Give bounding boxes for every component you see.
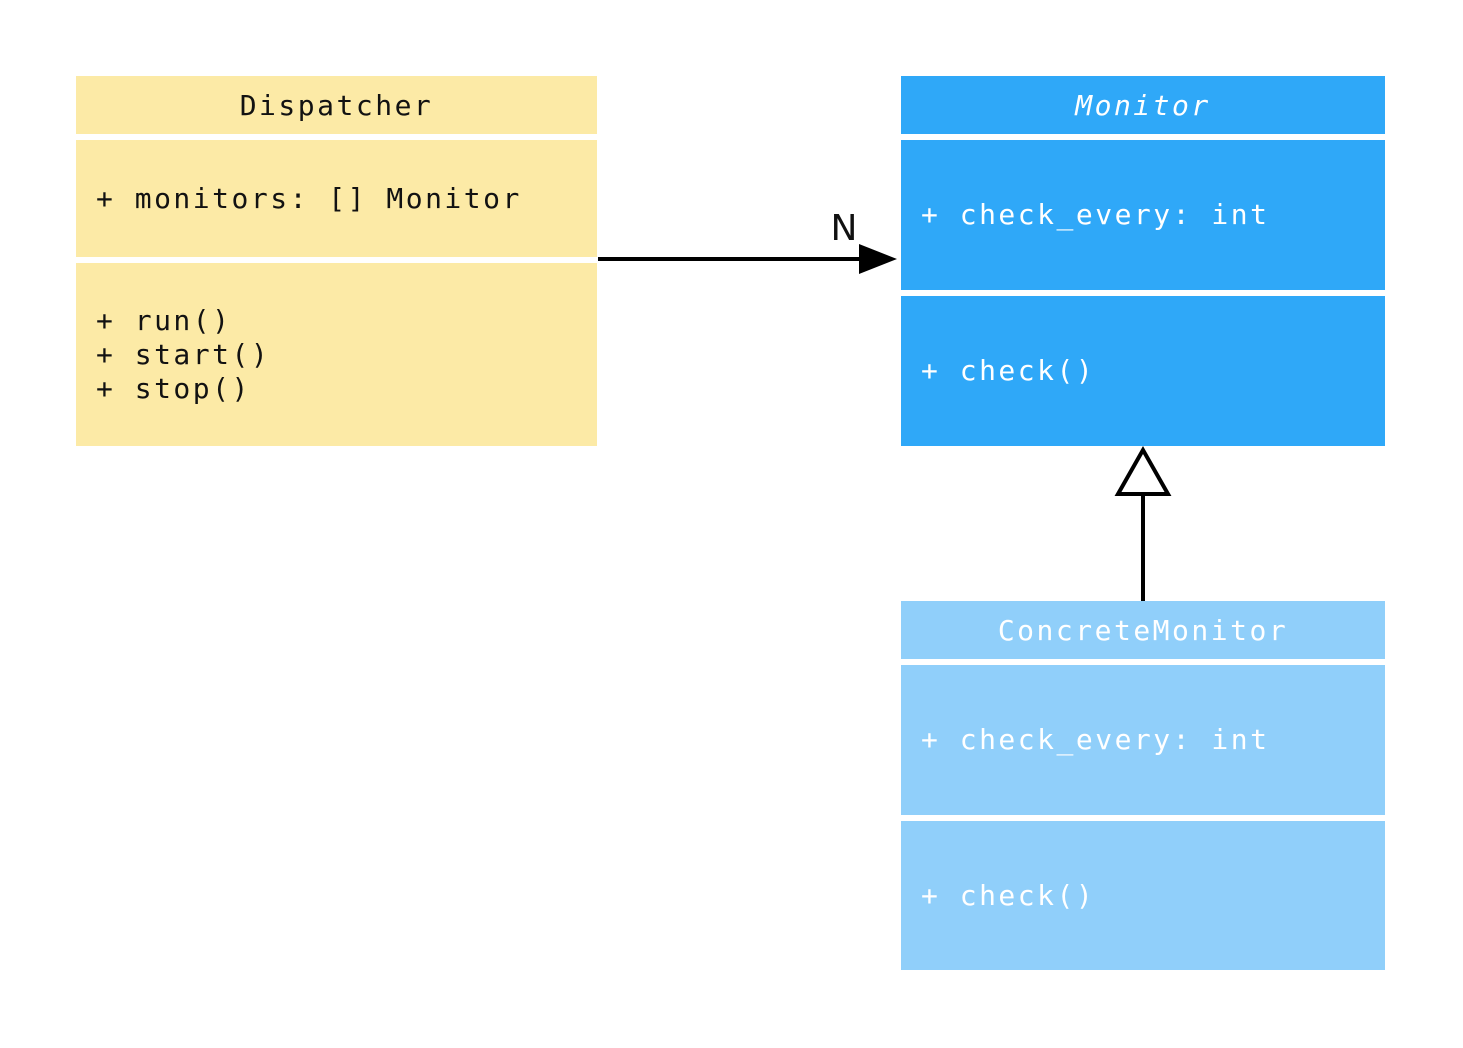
class-node-dispatcher: Dispatcher + monitors: [] Monitor + run(… <box>76 76 597 446</box>
method-line: + stop() <box>96 371 251 405</box>
attribute-line: + check_every: int <box>921 723 1270 756</box>
class-node-concretemonitor: ConcreteMonitor + check_every: int + che… <box>901 601 1385 970</box>
method-line: + check() <box>921 878 1096 912</box>
class-methods-dispatcher: + run() + start() + stop() <box>76 263 597 446</box>
class-attributes-concretemonitor: + check_every: int <box>901 665 1385 815</box>
association-arrowhead-icon <box>859 244 897 274</box>
inheritance-triangle-icon <box>1114 445 1172 496</box>
class-title-monitor: Monitor <box>901 76 1385 134</box>
class-title-concretemonitor: ConcreteMonitor <box>901 601 1385 659</box>
attribute-line: + monitors: [] Monitor <box>96 181 522 215</box>
method-line: + run() <box>96 303 232 337</box>
class-node-monitor: Monitor + check_every: int + check() <box>901 76 1385 446</box>
class-attributes-monitor: + check_every: int <box>901 140 1385 290</box>
class-methods-concretemonitor: + check() <box>901 821 1385 970</box>
association-multiplicity-label: N <box>831 208 858 249</box>
class-title-dispatcher: Dispatcher <box>76 76 597 134</box>
class-attributes-dispatcher: + monitors: [] Monitor <box>76 140 597 257</box>
method-line: + check() <box>921 354 1096 387</box>
class-methods-monitor: + check() <box>901 296 1385 446</box>
method-line: + start() <box>96 337 271 371</box>
attribute-line: + check_every: int <box>921 198 1270 231</box>
